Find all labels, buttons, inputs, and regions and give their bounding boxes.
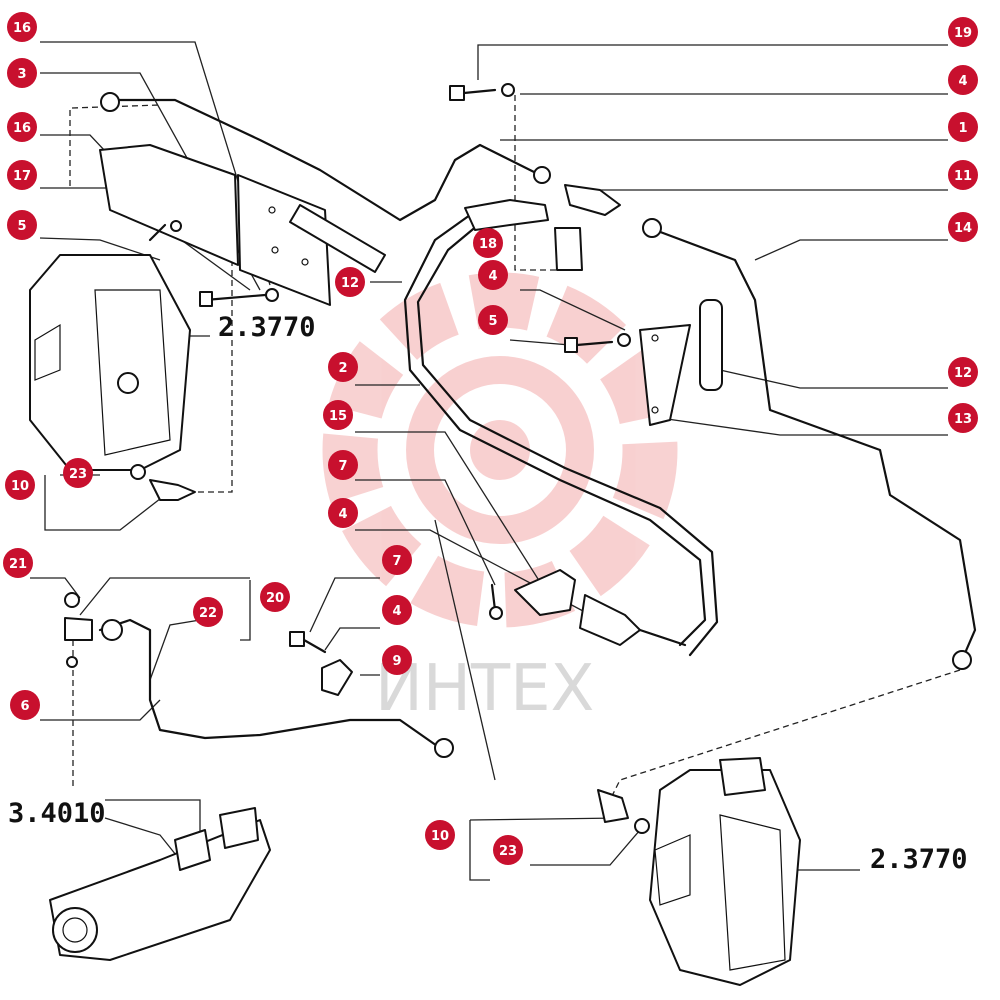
callout-label: 1 [958,121,967,136]
bolt-7-mid [489,583,503,620]
callout-3[interactable]: 3 [7,58,37,88]
callout-label: 9 [392,654,401,669]
sleeve-12-left [289,204,386,273]
bracket-13 [639,324,691,426]
callout-label: 10 [431,829,449,844]
caliper-right [649,757,801,986]
callout-17[interactable]: 17 [7,160,37,190]
callout-12-right[interactable]: 12 [948,357,978,387]
callout-7-lower[interactable]: 7 [382,545,412,575]
callout-13[interactable]: 13 [948,403,978,433]
master-cylinder [49,807,271,961]
callout-4-top-right[interactable]: 4 [948,65,978,95]
callout-23-left[interactable]: 23 [63,458,93,488]
callout-5-mid[interactable]: 5 [478,305,508,335]
bracket-left [99,144,331,306]
callout-4-lower[interactable]: 4 [328,498,358,528]
callout-22[interactable]: 22 [193,597,223,627]
sleeve-12-right [699,299,723,391]
callout-label: 6 [20,699,29,714]
callout-21[interactable]: 21 [3,548,33,578]
callout-18[interactable]: 18 [473,228,503,258]
callout-label: 4 [488,269,497,284]
callout-label: 12 [341,276,359,291]
callout-4-bottom[interactable]: 4 [382,595,412,625]
callout-11[interactable]: 11 [948,160,978,190]
banjo-fitting-23-right [597,789,650,834]
pipe-6-master [64,592,454,758]
callout-23-right[interactable]: 23 [493,835,523,865]
callout-9[interactable]: 9 [382,645,412,675]
callout-label: 17 [13,169,31,184]
callout-label: 4 [392,604,401,619]
callout-14[interactable]: 14 [948,212,978,242]
callout-10-left[interactable]: 10 [5,470,35,500]
reference-label-master-cylinder: 3.4010 [8,798,106,829]
callout-label: 22 [199,606,217,621]
callout-label: 5 [488,314,497,329]
callout-label: 11 [954,169,972,184]
callout-label: 14 [954,221,972,236]
bolt-5-mid [564,333,631,353]
callout-label: 23 [69,467,87,482]
brake-pipe-upper [100,92,551,222]
caliper-left [29,254,191,471]
callout-12-left[interactable]: 12 [335,267,365,297]
callout-label: 10 [11,479,29,494]
callout-label: 2 [338,361,347,376]
callout-label: 12 [954,366,972,381]
clip-18 [554,227,583,271]
callout-label: 16 [13,121,31,136]
callout-6[interactable]: 6 [10,690,40,720]
callout-label: 18 [479,237,497,252]
callout-label: 16 [13,21,31,36]
callout-label: 15 [329,409,347,424]
flex-hose-2 [403,199,719,657]
callout-label: 4 [958,74,967,89]
callout-label: 21 [9,557,27,572]
callout-label: 5 [17,219,26,234]
tee-fitting-11 [564,184,621,216]
callout-label: 7 [392,554,401,569]
callout-label: 23 [499,844,517,859]
callout-label: 13 [954,412,972,427]
callout-16-top[interactable]: 16 [7,12,37,42]
reference-label-caliper-right: 2.3770 [870,844,968,875]
callout-1[interactable]: 1 [948,112,978,142]
callout-label: 20 [266,591,284,606]
brake-pipe-14 [642,218,977,670]
callout-label: 7 [338,459,347,474]
bolt-5-left [148,220,279,307]
watermark-text: ИНТЕХ [375,652,594,726]
reference-label-caliper-left: 2.3770 [218,312,316,343]
callout-label: 3 [17,67,26,82]
callout-19[interactable]: 19 [948,17,978,47]
banjo-fitting-23-left [130,464,196,501]
callout-16-second[interactable]: 16 [7,112,37,142]
callout-label: 4 [338,507,347,522]
bolt-19-top [449,83,515,101]
callout-15[interactable]: 15 [323,400,353,430]
callout-7-mid[interactable]: 7 [328,450,358,480]
callout-label: 19 [954,26,972,41]
callout-5-left[interactable]: 5 [7,210,37,240]
hose-end-15 [514,569,687,647]
callout-4-mid[interactable]: 4 [478,260,508,290]
callout-20[interactable]: 20 [260,582,290,612]
callout-2[interactable]: 2 [328,352,358,382]
callout-10-right[interactable]: 10 [425,820,455,850]
clip-9 [289,631,353,696]
